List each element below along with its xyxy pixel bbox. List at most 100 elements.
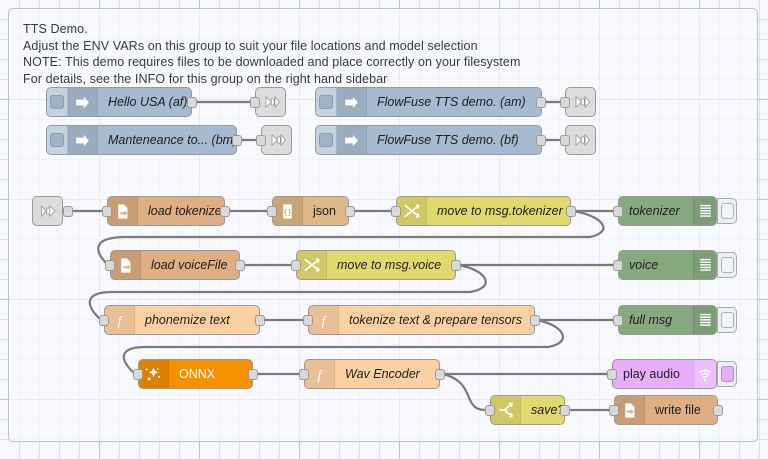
debug-lines-icon	[693, 197, 716, 225]
output-port[interactable]	[566, 206, 576, 217]
output-port[interactable]	[713, 405, 723, 416]
link-in-icon	[33, 197, 62, 225]
svg-text:{}: {}	[283, 207, 292, 216]
node-write-file[interactable]: write file	[614, 395, 718, 425]
node-label: FlowFuse TTS demo. (am)	[377, 95, 526, 109]
input-port[interactable]	[607, 369, 617, 380]
node-label: Manteneance to... (bm)	[108, 133, 237, 147]
node-label: load tokenizer	[148, 204, 225, 218]
debug-enable-toggle[interactable]	[717, 307, 737, 333]
node-label: ONNX	[179, 367, 216, 381]
output-port[interactable]	[451, 260, 461, 271]
node-label: tokenizer	[629, 204, 680, 218]
node-link-in-1[interactable]	[32, 196, 63, 226]
input-port[interactable]	[303, 315, 313, 326]
node-inject-maintenance[interactable]: Manteneance to... (bm)	[46, 125, 237, 155]
node-label: write file	[655, 403, 701, 417]
node-wav-encoder[interactable]: f Wav Encoder	[304, 359, 440, 389]
node-save-switch[interactable]: save?	[490, 395, 565, 425]
output-port[interactable]	[560, 405, 570, 416]
link-out-icon	[566, 88, 595, 116]
inject-trigger-button[interactable]	[47, 126, 68, 154]
change-shuffle-icon	[397, 197, 427, 225]
node-debug-full-msg[interactable]: full msg	[618, 305, 717, 335]
node-load-voicefile[interactable]: load voiceFile	[110, 250, 240, 280]
debug-lines-icon	[693, 306, 716, 334]
json-braces-icon: {}	[273, 197, 303, 225]
node-move-to-msg-voice[interactable]: move to msg.voice	[296, 250, 456, 280]
inject-trigger-button[interactable]	[316, 126, 337, 154]
change-shuffle-icon	[297, 251, 327, 279]
input-port[interactable]	[560, 135, 570, 146]
input-port[interactable]	[291, 260, 301, 271]
input-port[interactable]	[256, 135, 266, 146]
node-onnx[interactable]: ONNX	[138, 359, 253, 389]
node-label: full msg	[629, 313, 673, 327]
group-comment-text: TTS Demo. Adjust the ENV VARs on this gr…	[23, 22, 521, 86]
debug-lines-icon	[693, 251, 716, 279]
node-label: Hello USA (af)	[108, 95, 188, 109]
node-label: load voiceFile	[151, 258, 228, 272]
node-tokenize-prepare-tensors[interactable]: f tokenize text & prepare tensors	[308, 305, 535, 335]
input-port[interactable]	[133, 369, 143, 380]
inject-arrow-icon	[337, 88, 367, 116]
node-debug-tokenizer[interactable]: tokenizer	[618, 196, 717, 226]
output-port[interactable]	[220, 206, 230, 217]
input-port[interactable]	[299, 369, 309, 380]
file-out-icon	[615, 396, 645, 424]
input-port[interactable]	[613, 315, 623, 326]
input-port[interactable]	[613, 206, 623, 217]
link-out-icon	[566, 126, 595, 154]
output-port[interactable]	[536, 135, 546, 146]
sparkle-wand-icon	[139, 360, 169, 388]
output-port[interactable]	[435, 369, 445, 380]
link-out-icon	[262, 126, 291, 154]
node-play-audio[interactable]: play audio	[612, 359, 717, 389]
node-load-tokenizer[interactable]: load tokenizer	[107, 196, 225, 226]
file-in-icon	[111, 251, 141, 279]
output-port[interactable]	[530, 315, 540, 326]
node-inject-hello-usa[interactable]: Hello USA (af)	[46, 87, 192, 117]
input-port[interactable]	[560, 97, 570, 108]
svg-text:f: f	[322, 313, 328, 329]
output-port[interactable]	[232, 135, 242, 146]
function-f-icon: f	[309, 306, 339, 334]
input-port[interactable]	[485, 405, 495, 416]
input-port[interactable]	[102, 206, 112, 217]
node-inject-flowfuse-bf[interactable]: FlowFuse TTS demo. (bf)	[315, 125, 542, 155]
audio-play-toggle[interactable]	[717, 361, 737, 387]
function-f-icon: f	[305, 360, 335, 388]
output-port[interactable]	[235, 260, 245, 271]
output-port[interactable]	[345, 206, 355, 217]
node-link-out-3[interactable]	[565, 87, 596, 117]
output-port[interactable]	[536, 97, 546, 108]
output-port[interactable]	[63, 206, 73, 217]
node-label: tokenize text & prepare tensors	[349, 313, 523, 327]
inject-arrow-icon	[337, 126, 367, 154]
node-json[interactable]: {} json	[272, 196, 349, 226]
input-port[interactable]	[391, 206, 401, 217]
inject-trigger-button[interactable]	[47, 88, 68, 116]
link-out-icon	[256, 88, 285, 116]
node-phonemize-text[interactable]: f phonemize text	[104, 305, 260, 335]
input-port[interactable]	[105, 260, 115, 271]
switch-branch-icon	[491, 396, 521, 424]
output-port[interactable]	[187, 97, 197, 108]
debug-enable-toggle[interactable]	[717, 252, 737, 278]
node-debug-voice[interactable]: voice	[618, 250, 717, 280]
node-label: json	[313, 204, 336, 218]
inject-trigger-button[interactable]	[316, 88, 337, 116]
input-port[interactable]	[99, 315, 109, 326]
node-label: move to msg.tokenizer	[437, 204, 563, 218]
svg-text:f: f	[118, 313, 124, 329]
output-port[interactable]	[255, 315, 265, 326]
function-f-icon: f	[105, 306, 135, 334]
input-port[interactable]	[613, 260, 623, 271]
input-port[interactable]	[250, 97, 260, 108]
output-port[interactable]	[248, 369, 258, 380]
node-move-to-msg-tokenizer[interactable]: move to msg.tokenizer	[396, 196, 571, 226]
input-port[interactable]	[609, 405, 619, 416]
input-port[interactable]	[267, 206, 277, 217]
node-inject-flowfuse-am[interactable]: FlowFuse TTS demo. (am)	[315, 87, 542, 117]
debug-enable-toggle[interactable]	[717, 198, 737, 224]
